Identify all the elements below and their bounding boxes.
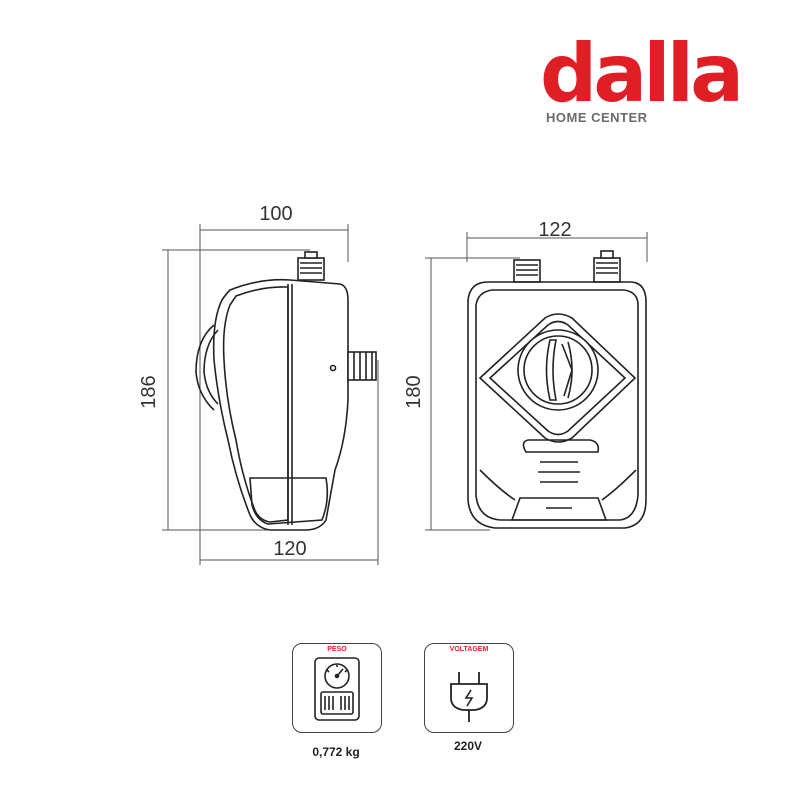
heater-front-view bbox=[467, 250, 647, 529]
technical-drawing: 100 186 120 122 180 bbox=[138, 203, 648, 565]
front-view-dimensions bbox=[425, 232, 648, 531]
side-width-bottom-label: 120 bbox=[273, 538, 306, 560]
weight-value: 0,772 kg bbox=[312, 745, 360, 759]
heater-side-view bbox=[195, 251, 377, 531]
voltage-value: 220V bbox=[453, 739, 483, 753]
side-view-dimensions bbox=[162, 224, 379, 565]
weight-card: PESO bbox=[292, 643, 382, 733]
side-height-label: 186 bbox=[138, 375, 160, 408]
brand-wordmark: dalla bbox=[540, 27, 744, 120]
front-height-label: 180 bbox=[403, 375, 425, 408]
weight-card-title: PESO bbox=[327, 646, 347, 653]
brand-logo: dalla HOME CENTER bbox=[540, 34, 760, 130]
voltage-card-title: VOLTAGEM bbox=[449, 646, 489, 653]
voltage-card: VOLTAGEM bbox=[424, 643, 514, 733]
scale-icon bbox=[314, 657, 360, 721]
front-width-label: 122 bbox=[538, 219, 571, 241]
brand-subtitle: HOME CENTER bbox=[546, 110, 652, 125]
plug-icon bbox=[450, 672, 488, 722]
side-width-top-label: 100 bbox=[259, 203, 292, 225]
